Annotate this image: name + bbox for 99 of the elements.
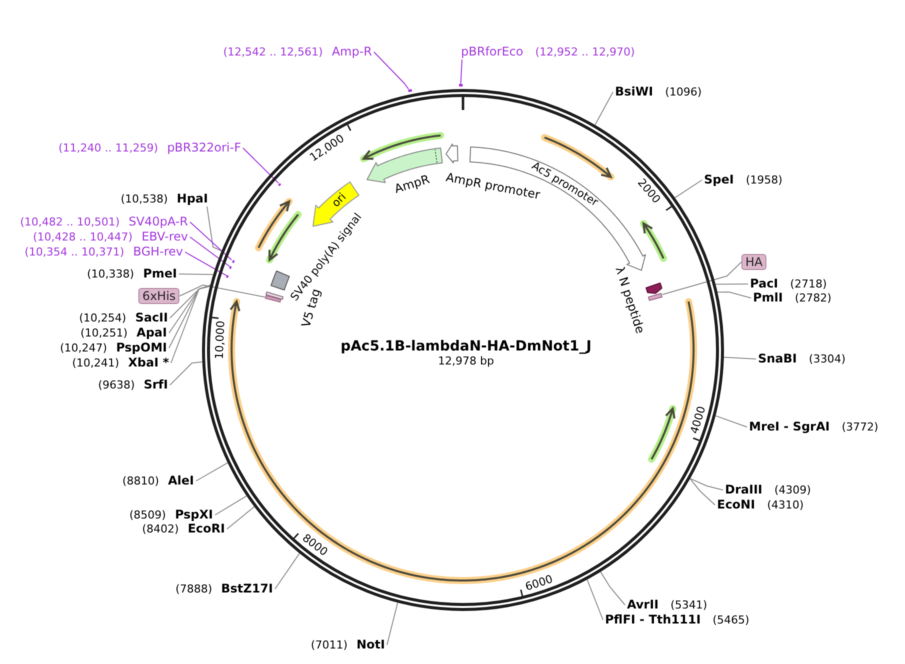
enzyme-name: PmlI [753,290,783,304]
leader-line [674,180,702,198]
cut-position: (1958) [746,174,782,188]
enzyme-name: HpaI [176,192,208,206]
leader-line [374,52,410,90]
enzyme-name: EcoRI [188,522,225,536]
cut-position: (9638) [98,378,135,392]
enzyme-name: NotI [356,638,385,652]
tick-label: 4000 [688,404,708,436]
primer-name: pBRforEco [461,44,524,58]
cut-position: (5341) [670,598,708,612]
open-reading-frame [638,219,668,264]
enzyme-name: AvrII [627,598,659,612]
enzyme-name: XbaI * [128,356,169,370]
leader-line [170,284,211,318]
cut-position: (10,251) [80,326,128,340]
leader-line [600,571,626,606]
feature-label: AmpR [392,172,432,196]
cut-position: (5465) [712,614,750,628]
primer-range: (10,428 .. 10,447) [33,230,133,244]
enzyme-name: BstZ17I [221,582,273,596]
leader-line [242,148,279,184]
cut-position: (7888) [176,582,212,596]
leader-line [184,252,227,276]
leader-line [717,292,752,298]
primer-range: (11,240 .. 11,259) [58,142,158,156]
leader-line [196,462,228,482]
primer-name: Amp-R [332,44,372,58]
leader-line [190,236,230,267]
primer-range: (10,354 .. 10,371) [24,246,124,260]
leader-line [662,262,742,296]
primer-name: BGH-rev [133,244,183,258]
enzyme-name: PspOMI [116,340,167,354]
feature-label: ori [329,190,349,210]
leader-line [170,361,203,386]
enzyme-name: SnaBI [758,352,797,366]
enzyme-name: PflFI - Tth111I [605,612,701,626]
leader-line [723,356,756,360]
leader-line [715,284,748,285]
enzyme-name: MreI - SgrAI [749,420,830,434]
leader-line [168,285,210,348]
cut-position: (4310) [767,498,804,512]
leader-line [178,274,214,276]
primer-name: EBV-rev [142,230,188,244]
enzyme-name: BsiWI [615,84,654,98]
cut-position: (2718) [790,278,827,292]
cut-position: (10,254) [79,312,126,326]
primer-name: pBR322ori-F [167,140,241,154]
enzyme-name: EcoNI [717,498,756,512]
cut-position: (7011) [310,638,348,652]
plasmid-length: 12,978 bp [438,354,494,368]
leader-line [690,478,724,490]
leader-line [214,495,248,516]
leader-line [386,602,398,646]
enzyme-name: SrfI [144,378,168,392]
cut-position: (3772) [842,420,878,434]
cut-position: (8509) [129,508,166,522]
cut-position: (10,538) [120,192,168,206]
leader-line [168,285,211,334]
enzyme-name: PspXI [174,508,213,522]
open-reading-frame [358,130,445,163]
leader-line [206,206,222,252]
tick-label: 6000 [523,572,554,594]
cut-position: (10,247) [60,342,108,356]
primer-name: SV40pA-R [128,214,188,228]
enzyme-name: SacII [135,310,168,324]
leader-line [715,415,748,428]
primer-range: (12,542 .. 12,561) [223,46,323,60]
enzyme-name: AleI [168,474,194,488]
leader-line [594,92,614,126]
leader-line [690,478,716,506]
primer-range: (12,952 .. 12,970) [535,46,635,60]
leader-line [170,286,210,364]
cut-position: (10,241) [72,356,120,370]
enzyme-name: SpeI [704,172,734,186]
plasmid-name: pAc5.1B-lambdaN-HA-DmNot1_J [340,338,592,356]
enzyme-name: PacI [750,276,778,290]
leader-line [460,59,462,84]
cut-position: (4309) [774,484,811,498]
open-reading-frame [265,210,304,264]
open-reading-frame [254,197,294,253]
leader-line [179,284,266,298]
cut-position: (8402) [142,522,179,536]
leader-line [274,552,300,590]
enzyme-name: PmeI [143,266,177,280]
feature-tag-label: 6xHis [138,288,180,304]
cut-position: (1096) [665,86,702,100]
cut-position: (10,338) [87,268,134,282]
enzyme-name: DraIII [725,482,762,496]
leader-line [226,506,255,530]
enzyme-name: ApaI [136,326,167,340]
cut-position: (3304) [808,352,846,366]
tick-label: 10,000 [212,320,228,360]
leader-line [190,222,232,260]
cut-position: (8810) [122,474,159,488]
feature-tag-label: HA [741,254,767,270]
leader-line [586,579,604,620]
primer-range: (10,482 .. 10,501) [20,216,120,230]
cut-position: (2782) [794,292,832,306]
